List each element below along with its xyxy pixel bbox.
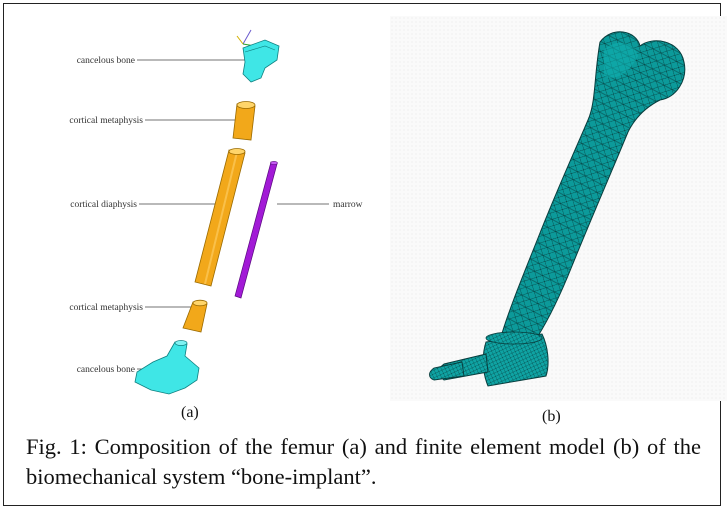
cancellous-bone-bottom: [135, 341, 199, 395]
marrow-rod: [235, 161, 278, 298]
label-diaphysis: cortical diaphysis: [70, 200, 137, 210]
cancellous-bone-top: [243, 40, 279, 82]
figure-frame: cancelous bone cortical metaphysis corti…: [3, 3, 721, 506]
panel-a: cancelous bone cortical metaphysis corti…: [29, 16, 394, 401]
collar-rim: [486, 332, 542, 344]
sublabel-a: (a): [181, 404, 199, 422]
fe-mesh-model: [390, 16, 727, 401]
cortical-metaphysis-bottom: [183, 300, 207, 332]
label-marrow: marrow: [333, 200, 363, 210]
label-cancelous-top: cancelous bone: [77, 56, 135, 66]
label-metaphysis-top: cortical metaphysis: [69, 116, 143, 126]
axis-triad-icon: [237, 30, 255, 46]
femur-composition-diagram: cancelous bone cortical metaphysis corti…: [29, 16, 394, 401]
sublabel-b: (b): [542, 408, 561, 426]
cortical-metaphysis-top: [233, 102, 255, 141]
label-metaphysis-bottom: cortical metaphysis: [69, 303, 143, 313]
label-cancelous-bottom: cancelous bone: [77, 365, 135, 375]
cortical-diaphysis: [195, 149, 245, 287]
panel-b: (b): [390, 16, 727, 401]
femur-mesh-body: [500, 32, 685, 340]
figure-caption: Fig. 1: Composition of the femur (a) and…: [26, 432, 701, 492]
